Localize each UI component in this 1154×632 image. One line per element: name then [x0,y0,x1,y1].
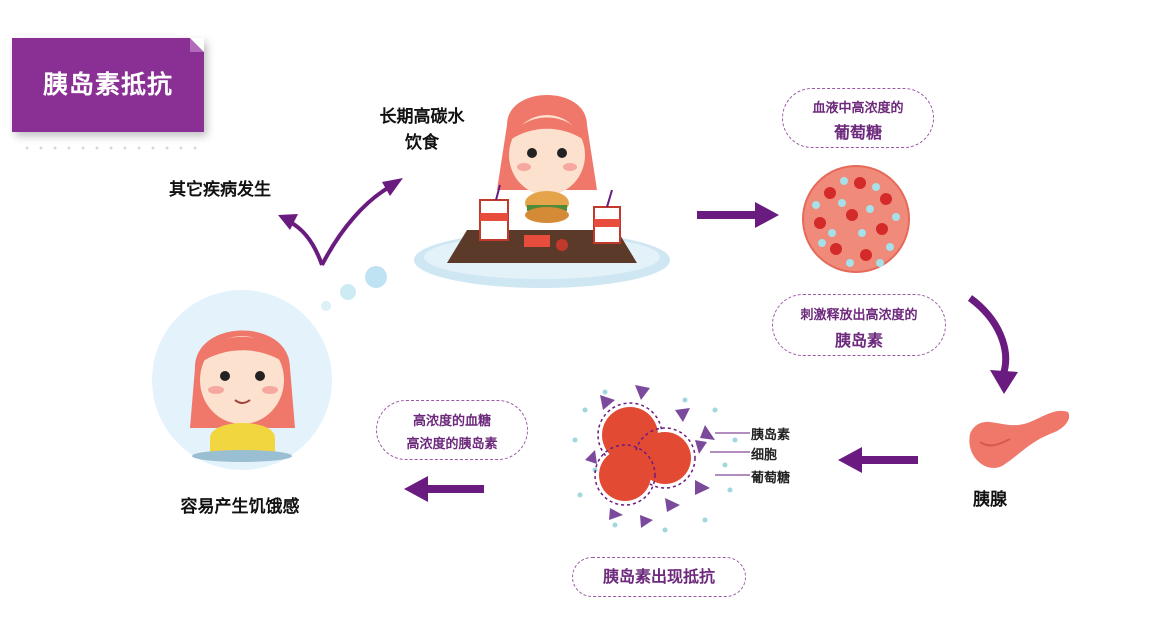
hungry-girl-illustration [152,290,332,470]
arrow-left-middle [838,447,918,473]
title-banner: 胰岛素抵抗 [12,38,204,132]
pancreas-label: 胰腺 [973,490,1007,510]
resistance-pill-text: 胰岛素出现抵抗 [602,567,715,586]
corner-fold [190,38,204,52]
high-levels-pill-line1: 高浓度的血糖 [412,414,491,429]
stimulate-pill-line2: 胰岛素 [834,331,883,350]
legend-insulin: 胰岛素 [751,428,791,443]
blood-glucose-icon [802,165,910,273]
insulin-resistance-cells-illustration [572,385,738,533]
arrow-left-bottom [404,476,484,502]
high-carb-label-line1: 长期高碳水 [379,107,465,127]
resistance-pill: 胰岛素出现抵抗 [572,557,746,597]
high-carb-label: 长期高碳水 饮食 [362,104,482,156]
other-disease-label: 其它疾病发生 [169,180,271,200]
check-arrow-icon [278,178,403,266]
stimulate-insulin-pill: 刺激释放出高浓度的 胰岛素 [772,294,946,356]
girl-eating-illustration [414,95,670,288]
dotted-divider [20,144,200,152]
curved-arrow-down [967,295,1018,394]
hunger-label: 容易产生饥饿感 [180,497,300,517]
blood-sugar-pill-line1: 血液中高浓度的 [812,101,904,116]
page-title: 胰岛素抵抗 [42,70,173,99]
high-levels-pill: 高浓度的血糖 高浓度的胰岛素 [376,400,528,460]
blood-sugar-pill-line2: 葡萄糖 [833,123,882,142]
legend-leader-lines [710,432,750,476]
high-carb-label-line2: 饮食 [405,133,439,153]
thought-bubbles [321,266,387,311]
blood-sugar-pill: 血液中高浓度的 葡萄糖 [782,88,934,148]
legend-cell: 细胞 [751,448,778,463]
legend-glucose: 葡萄糖 [751,471,791,486]
high-levels-pill-line2: 高浓度的胰岛素 [406,437,498,452]
pancreas-icon [969,410,1070,468]
arrow-right-top [697,202,779,228]
stimulate-pill-line1: 刺激释放出高浓度的 [800,308,918,323]
